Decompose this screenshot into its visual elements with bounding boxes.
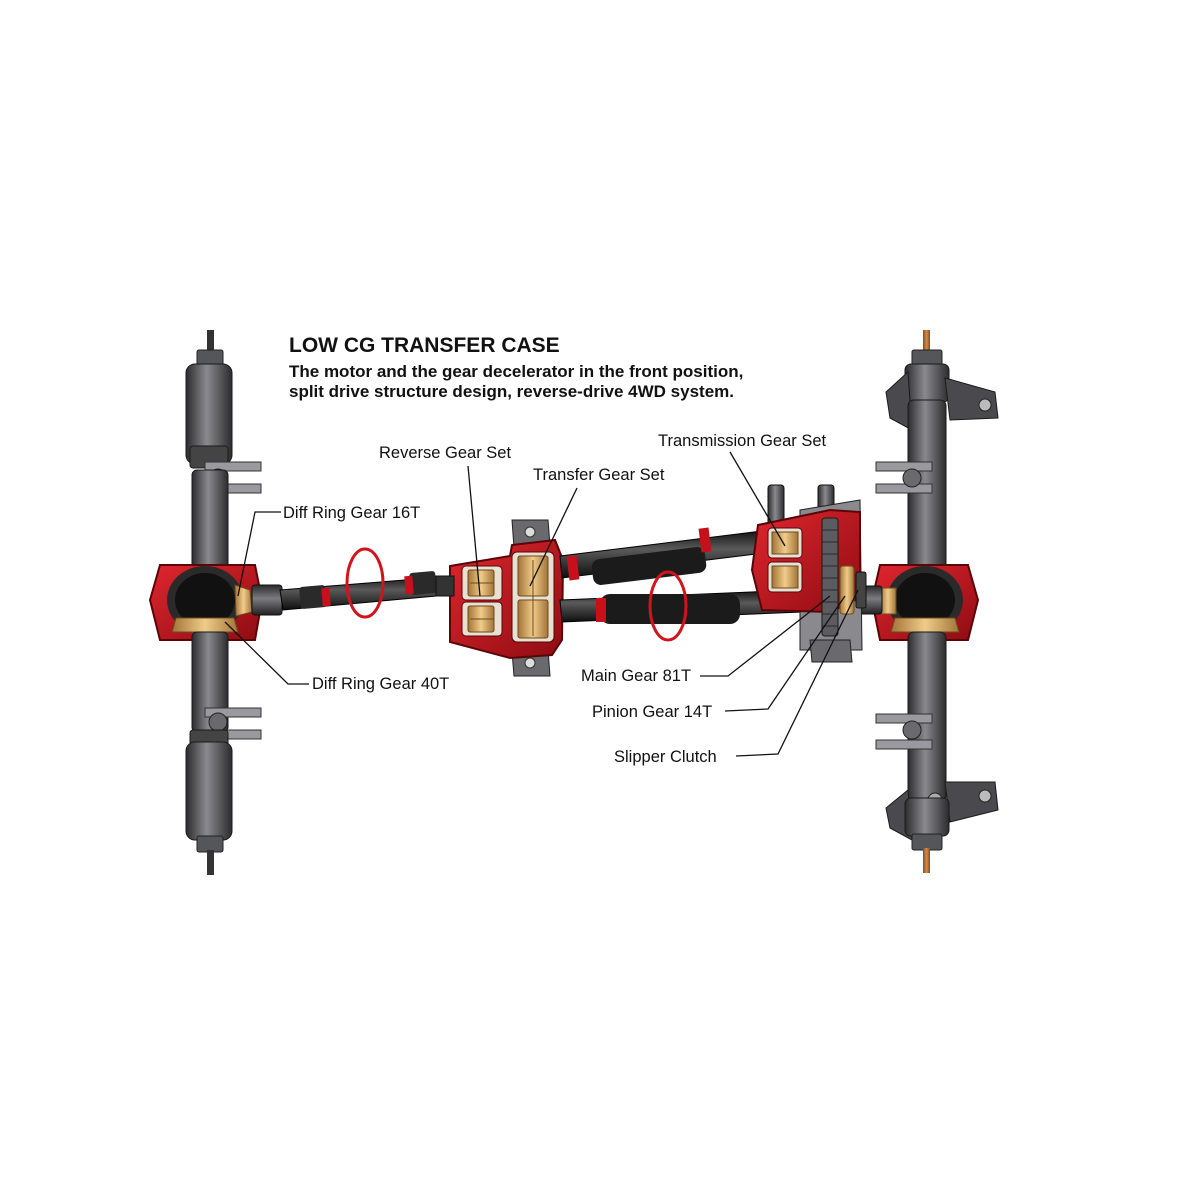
label-slipper-clutch: Slipper Clutch xyxy=(614,748,717,766)
front-axle xyxy=(851,330,999,873)
transmission-block xyxy=(750,484,867,663)
label-reverse-gear-set: Reverse Gear Set xyxy=(379,444,511,462)
leader-main-gear-81t xyxy=(700,595,831,677)
lower-shaft xyxy=(559,589,803,624)
label-transmission-gear-set: Transmission Gear Set xyxy=(658,432,827,450)
leader-reverse-gear-set xyxy=(467,465,481,597)
description-line-1: The motor and the gear decelerator in th… xyxy=(289,362,743,381)
leader-transfer-gear-set xyxy=(529,487,578,587)
diagram-title: LOW CG TRANSFER CASE xyxy=(289,334,560,357)
rotation-arrow-left xyxy=(345,547,385,619)
leader-diff-ring-gear-40t xyxy=(224,621,309,685)
leader-transmission-gear-set xyxy=(729,451,786,547)
leader-pinion-gear-14t xyxy=(724,595,846,712)
leader-diff-ring-gear-16t xyxy=(237,511,281,597)
label-main-gear-81t: Main Gear 81T xyxy=(581,667,691,685)
transfer-case xyxy=(435,519,565,677)
description-line-2: split drive structure design, reverse-dr… xyxy=(289,382,734,401)
rear-driveshaft xyxy=(279,571,459,611)
leader-slipper-clutch xyxy=(735,589,859,757)
rotation-arrow-right xyxy=(648,570,688,642)
upper-shaft xyxy=(559,527,773,585)
label-diff-ring-gear-16t: Diff Ring Gear 16T xyxy=(283,504,420,522)
label-transfer-gear-set: Transfer Gear Set xyxy=(533,466,665,484)
label-pinion-gear-14t: Pinion Gear 14T xyxy=(592,703,712,721)
rear-axle xyxy=(148,330,283,875)
label-diff-ring-gear-40t: Diff Ring Gear 40T xyxy=(312,675,449,693)
